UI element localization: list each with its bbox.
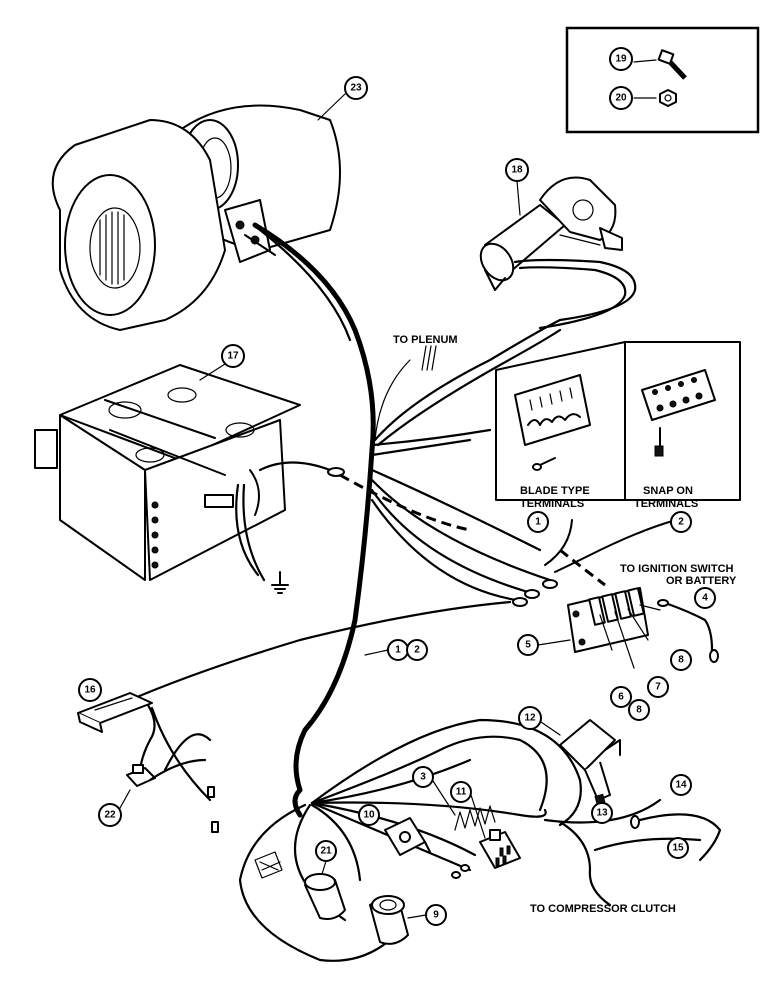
switch-11 (479, 829, 521, 869)
svg-text:1: 1 (395, 645, 401, 656)
fuse-block (567, 587, 661, 669)
heater-box (34, 364, 345, 594)
svg-text:6: 6 (618, 692, 624, 703)
snap-on-label-line2: TERMINALS (634, 498, 698, 510)
svg-text:18: 18 (511, 165, 523, 176)
svg-text:14: 14 (675, 780, 687, 791)
svg-text:4: 4 (702, 593, 708, 604)
actuator-assembly (479, 176, 623, 291)
svg-text:9: 9 (433, 910, 439, 921)
connector-22 (126, 764, 156, 787)
svg-text:11: 11 (456, 787, 467, 798)
callout-3: 3 (412, 766, 434, 788)
blade-terminal-block (514, 374, 591, 471)
svg-text:22: 22 (104, 810, 116, 821)
svg-text:2: 2 (678, 517, 684, 528)
callout-1-panel: 1 (527, 511, 549, 533)
callout-5: 5 (517, 634, 539, 656)
svg-text:17: 17 (227, 351, 239, 362)
callout-15: 15 (667, 837, 689, 859)
hardware-inset (565, 26, 760, 134)
callout-6: 6 (610, 686, 632, 708)
callout-17: 17 (221, 344, 245, 368)
resistor-3 (454, 805, 496, 831)
svg-text:5: 5 (525, 640, 531, 651)
bolt-part-19 (657, 49, 687, 80)
svg-text:10: 10 (363, 810, 375, 821)
callout-8b: 8 (628, 699, 650, 721)
callout-9: 9 (425, 904, 447, 926)
callout-8a: 8 (670, 649, 692, 671)
svg-text:23: 23 (350, 83, 362, 94)
battery-lead (657, 599, 719, 663)
snap-on-label-line1: SNAP ON (643, 485, 693, 497)
callout-22: 22 (98, 803, 122, 827)
callout-7: 7 (647, 676, 669, 698)
ignition-label-line1: TO IGNITION SWITCH (620, 563, 734, 575)
svg-text:3: 3 (420, 772, 426, 783)
callout-14: 14 (670, 774, 692, 796)
callout-12: 12 (518, 706, 542, 730)
callout-18: 18 (505, 158, 529, 182)
svg-text:8: 8 (636, 705, 642, 716)
callout-16: 16 (78, 678, 102, 702)
blade-type-label-line1: BLADE TYPE (520, 485, 590, 497)
callout-19: 19 (609, 47, 633, 71)
snap-on-terminal-block (641, 369, 716, 457)
blower-assembly (51, 104, 341, 331)
callout-10: 10 (358, 804, 380, 826)
plug-21 (304, 873, 346, 920)
switch-10 (384, 817, 431, 856)
svg-text:13: 13 (596, 808, 608, 819)
switch-12 (559, 719, 621, 822)
svg-text:7: 7 (655, 682, 661, 693)
svg-text:2: 2 (414, 645, 420, 656)
callout-4: 4 (694, 587, 716, 609)
callout-2-harness: 2 (406, 639, 428, 661)
svg-text:12: 12 (524, 713, 536, 724)
callout-13: 13 (591, 802, 613, 824)
callout-2-panel: 2 (670, 511, 692, 533)
socket-9 (369, 895, 409, 945)
callout-1-harness: 1 (387, 639, 409, 661)
svg-text:16: 16 (84, 685, 96, 696)
lighter-element (254, 851, 283, 879)
callout-11: 11 (450, 781, 472, 803)
blade-type-label-line2: TERMINALS (520, 498, 584, 510)
svg-text:15: 15 (672, 843, 684, 854)
callout-20: 20 (609, 86, 633, 110)
nut-part-20 (659, 89, 677, 107)
svg-text:21: 21 (320, 846, 332, 857)
svg-text:20: 20 (615, 93, 627, 104)
callout-21: 21 (315, 840, 337, 862)
svg-text:8: 8 (678, 655, 684, 666)
terminal-panel (495, 341, 741, 501)
svg-text:1: 1 (535, 517, 541, 528)
ignition-label-line2: OR BATTERY (666, 575, 737, 587)
compressor-clutch-label: TO COMPRESSOR CLUTCH (530, 903, 676, 915)
callout-23: 23 (344, 76, 368, 100)
svg-text:19: 19 (615, 54, 627, 65)
to-plenum-label: TO PLENUM (393, 334, 458, 346)
dome-light (77, 692, 153, 733)
